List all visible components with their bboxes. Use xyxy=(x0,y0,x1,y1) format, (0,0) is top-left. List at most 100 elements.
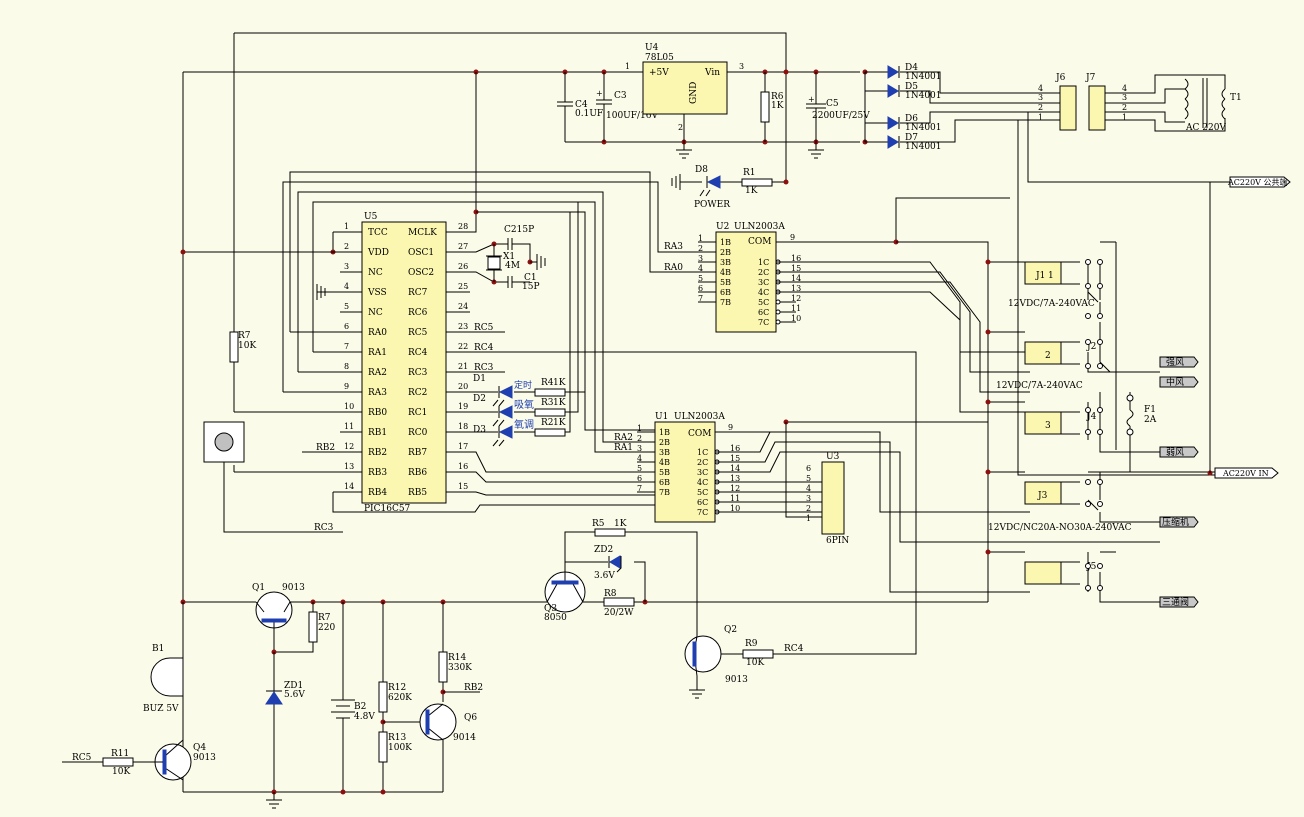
d6-value: 1N4001 xyxy=(905,123,942,133)
svg-text:1K: 1K xyxy=(553,418,566,428)
u5-pin-name: RB1 xyxy=(368,428,387,438)
u1-pin-name: 1C xyxy=(697,448,708,457)
u1-pin-name: 2B xyxy=(659,438,670,447)
c1-ref: C1 xyxy=(524,273,537,283)
u1-pin-num: 11 xyxy=(730,494,740,503)
r7b-ref: R7 xyxy=(318,613,331,623)
u5-pin-name: RB0 xyxy=(368,408,387,418)
d5-value: 1N4001 xyxy=(905,91,942,101)
svg-text:1K: 1K xyxy=(553,378,566,388)
u5-pin-name: RB7 xyxy=(408,448,427,458)
u5-pin-num: 10 xyxy=(344,402,354,411)
relay-j3-coil xyxy=(1024,481,1062,505)
r13-value: 100K xyxy=(388,743,412,753)
c3-ref: C3 xyxy=(614,91,627,101)
relay-j3-ref: J3 xyxy=(1037,491,1048,501)
u1-pin-num: 12 xyxy=(730,484,740,493)
u5-pin-name: RC6 xyxy=(408,308,428,318)
relay-j1-spec: 12VDC/7A-240VAC xyxy=(1008,299,1095,309)
svg-text:9: 9 xyxy=(790,233,795,242)
u3-body xyxy=(821,461,845,535)
svg-text:6: 6 xyxy=(806,464,811,473)
u1-pin-num: 4 xyxy=(637,454,642,463)
u1-pin-name: 6C xyxy=(697,498,708,507)
r11-ref: R11 xyxy=(111,749,129,759)
j6-connector xyxy=(1059,85,1077,131)
r8-value: 20/2W xyxy=(604,608,634,618)
u5-pin-name: RC0 xyxy=(408,428,428,438)
u5-pin-name: RB6 xyxy=(408,468,427,478)
u1-pin-num: 14 xyxy=(730,464,740,473)
u2-ref: U2 xyxy=(716,222,729,232)
d1-ref: D1 xyxy=(473,374,486,384)
u1-pin-num: 7 xyxy=(637,484,642,493)
svg-text:压缩机: 压缩机 xyxy=(1162,516,1189,528)
j7-connector xyxy=(1088,85,1106,131)
u5-pin-name: RA1 xyxy=(368,348,387,358)
port-ac220v-in xyxy=(1214,467,1279,479)
d4-value: 1N4001 xyxy=(905,72,942,82)
d2-label: 吸氧 xyxy=(514,398,534,411)
c4-value: 0.1UF xyxy=(575,109,603,119)
port-three-way-valve xyxy=(1159,596,1199,608)
u5-pin-num: 23 xyxy=(458,322,468,331)
svg-text:AC220V IN: AC220V IN xyxy=(1222,469,1269,478)
svg-text:弱风: 弱风 xyxy=(1166,447,1184,458)
svg-text:三通阀: 三通阀 xyxy=(1162,597,1189,608)
u5-pin-num: 7 xyxy=(344,342,349,351)
d5-ref: D5 xyxy=(905,82,918,92)
u5-pin-name: VSS xyxy=(367,288,387,298)
u1-pin-name: 1B xyxy=(659,428,670,437)
svg-text:1: 1 xyxy=(1038,113,1043,122)
u2-part: ULN2003A xyxy=(734,222,785,232)
u2-pin-name: 3B xyxy=(720,258,731,267)
u5-pin-num: 16 xyxy=(458,462,468,471)
net-ra1: RA1 xyxy=(614,443,633,453)
d4-ref: D4 xyxy=(905,63,918,73)
net-rc4: RC4 xyxy=(474,343,494,353)
u1-pin-name: 7B xyxy=(659,488,670,497)
r12-ref: R12 xyxy=(388,683,406,693)
push-button-cap xyxy=(214,432,234,452)
u5-pin-num: 13 xyxy=(344,462,354,471)
x1-freq: 4M xyxy=(505,261,520,271)
zd2-ref: ZD2 xyxy=(594,545,613,555)
u2-pin-num: 4 xyxy=(698,264,703,273)
r5-ref: R5 xyxy=(592,519,605,529)
svg-text:3: 3 xyxy=(1122,93,1127,102)
net-rc5-q4: RC5 xyxy=(72,753,92,763)
q3-ref: Q3 xyxy=(544,604,557,614)
svg-text:1K: 1K xyxy=(553,398,566,408)
u4-regulator xyxy=(642,61,728,115)
u2-pin-num: 6 xyxy=(698,284,703,293)
b2-ref: B2 xyxy=(354,702,366,712)
zd1-value: 5.6V xyxy=(284,690,305,700)
r6-ref: R6 xyxy=(771,92,784,102)
u1-pin-name: 2C xyxy=(697,458,708,467)
x1-ref: X1 xyxy=(503,252,515,262)
svg-text:2: 2 xyxy=(1045,351,1051,361)
c5-ref: C5 xyxy=(826,99,839,109)
port-mid-wind xyxy=(1159,376,1199,388)
u5-pin-num: 20 xyxy=(458,382,468,391)
u2-pin-name: 4C xyxy=(758,288,769,297)
u1-pin-num: 2 xyxy=(637,434,642,443)
relay-j5-ref: J5 xyxy=(1086,562,1097,572)
u1-pin-num: 13 xyxy=(730,474,740,483)
net-ra2: RA2 xyxy=(614,433,633,443)
relay-j1-ref: J1 xyxy=(1035,271,1045,281)
relay-j4-ref: J4 xyxy=(1086,412,1097,422)
u5-pin-num: 5 xyxy=(344,302,349,311)
d3-label: 氧调 xyxy=(514,418,534,431)
net-rc3-bottom: RC3 xyxy=(314,523,334,533)
u2-pin-name: 1B xyxy=(720,238,731,247)
u2-pin-num: 10 xyxy=(791,314,801,323)
u2-pin-name: 5B xyxy=(720,278,731,287)
u5-body xyxy=(361,221,447,504)
net-ra3: RA3 xyxy=(664,242,683,252)
u2-pin-num: 11 xyxy=(791,304,801,313)
net-rb2-left: RB2 xyxy=(316,443,335,453)
q1-value: 9013 xyxy=(282,583,305,593)
u5-pin-num: 26 xyxy=(458,262,468,271)
